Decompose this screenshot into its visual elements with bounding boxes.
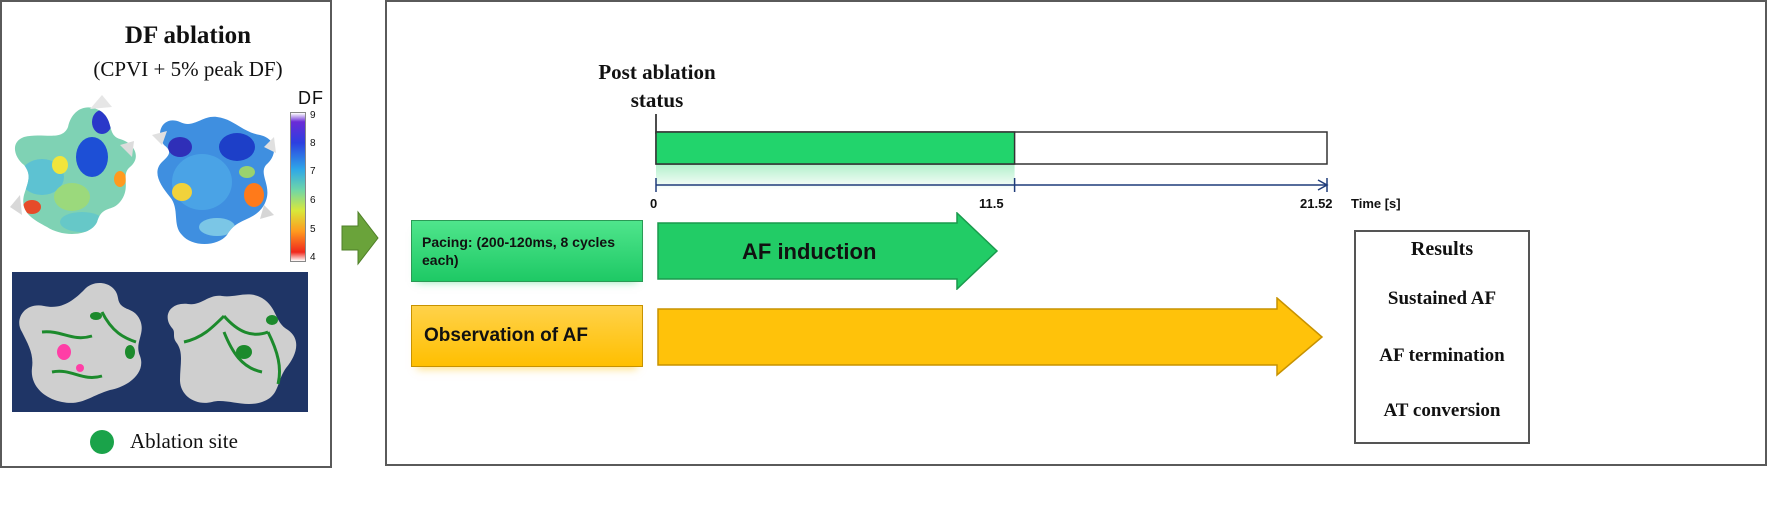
pacing-label: Pacing: (200-120ms, 8 cycles each) (422, 234, 616, 268)
df-ablation-panel: DF ablation (CPVI + 5% peak DF) (0, 0, 332, 468)
colorbar-label: DF (298, 88, 324, 108)
protocol-panel: Post ablation status 0 11.5 21.52 Time [… (385, 0, 1767, 466)
result-at-conversion: AT conversion (1383, 400, 1501, 421)
colorbar-tick-9: 9 (310, 110, 316, 121)
colorbar-tick-8: 8 (310, 138, 316, 149)
af-induction-label: AF induction (742, 239, 877, 264)
colorbar-tick-6: 6 (310, 195, 316, 206)
panel-connector-arrow (341, 210, 379, 266)
timeline-chart (655, 114, 1329, 192)
observation-label: Observation of AF (424, 325, 588, 346)
df-map-images (10, 95, 276, 244)
post-ablation-label: Post ablation status (598, 60, 716, 112)
axis-label: Time [s] (1351, 196, 1401, 211)
colorbar-tick-7: 7 (310, 166, 316, 177)
panel-subtitle: (CPVI + 5% peak DF) (93, 57, 283, 81)
result-sustained-af: Sustained AF (1387, 288, 1497, 309)
results-title: Results (1410, 238, 1474, 260)
timeline-reflection (656, 164, 1015, 190)
results-box: Results Sustained AF AF termination AT c… (1354, 230, 1530, 444)
ablation-site-label: Ablation site (130, 429, 238, 453)
ablation-map-image (12, 272, 308, 412)
tick-label-0: 0 (650, 196, 658, 211)
ablation-site-marker (90, 430, 114, 454)
result-af-termination: AF termination (1379, 345, 1505, 366)
af-induction-arrow (657, 212, 999, 290)
colorbar-tick-4: 4 (310, 252, 316, 263)
timeline-fill (655, 131, 1016, 165)
panel-title: DF ablation (124, 22, 252, 49)
tick-label-11-5: 11.5 (979, 196, 1004, 211)
observation-arrow (657, 297, 1324, 377)
df-colorbar (290, 112, 306, 262)
tick-label-21-52: 21.52 (1300, 196, 1333, 211)
observation-box: Observation of AF (411, 305, 643, 367)
colorbar-tick-5: 5 (310, 224, 316, 235)
pacing-box: Pacing: (200-120ms, 8 cycles each) (411, 220, 643, 282)
